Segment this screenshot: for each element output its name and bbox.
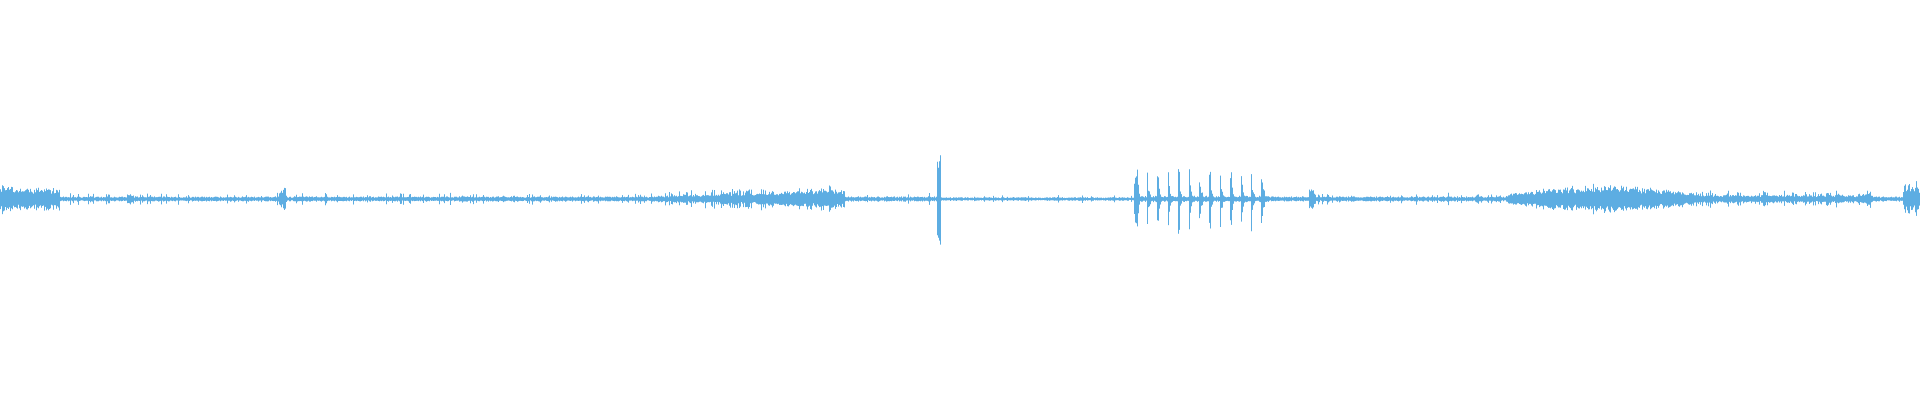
waveform-peaks: [0, 155, 1920, 245]
